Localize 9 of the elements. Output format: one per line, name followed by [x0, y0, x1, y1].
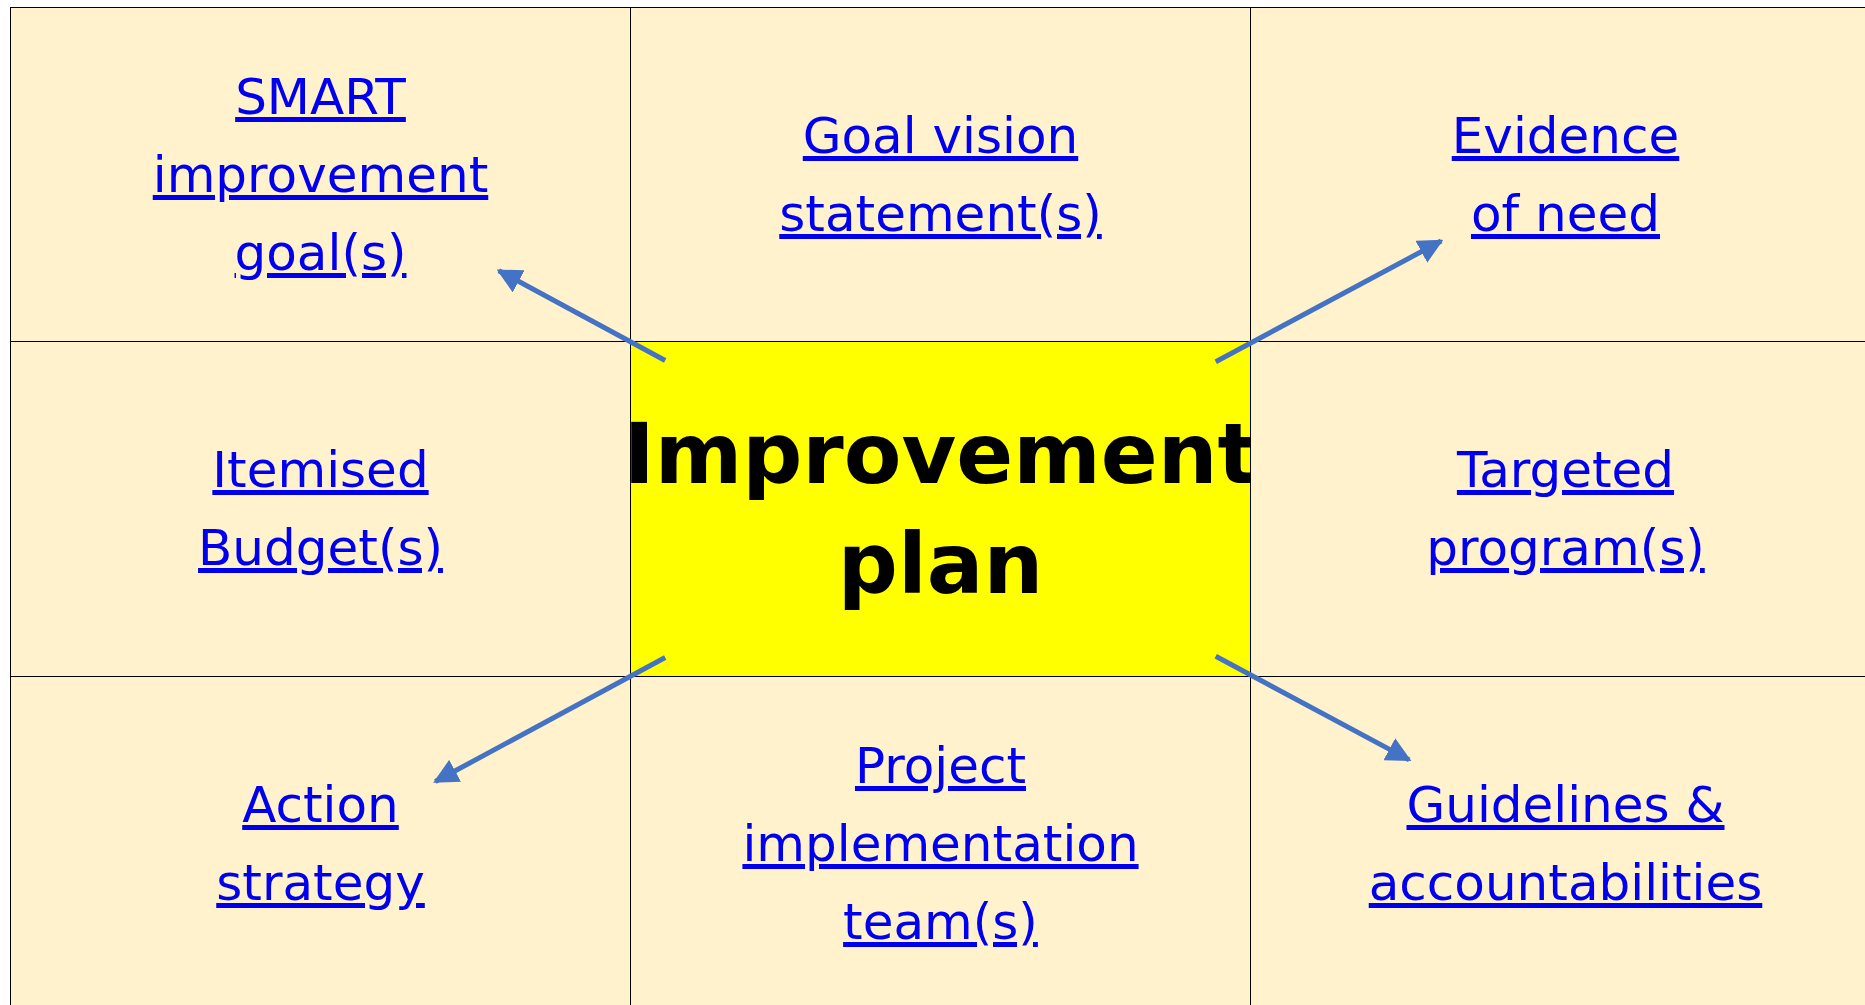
hyperlink-text: Targeted program(s) — [1426, 431, 1705, 587]
hyperlink-text: SMART improvement goal(s) — [152, 57, 489, 292]
highlight-box: Improvement plan — [630, 341, 1251, 677]
hyperlink-text: Evidence of need — [1451, 96, 1680, 253]
hyperlink-text: Project implementation team(s) — [742, 726, 1139, 961]
hyperlink-text: Guidelines & accountabilities — [1368, 765, 1763, 922]
hyperlink-text: Action strategy — [216, 765, 425, 922]
hyperlink-text: Goal vision statement(s) — [760, 96, 1121, 253]
hyperlink-text: Itemised Budget(s) — [198, 431, 443, 587]
